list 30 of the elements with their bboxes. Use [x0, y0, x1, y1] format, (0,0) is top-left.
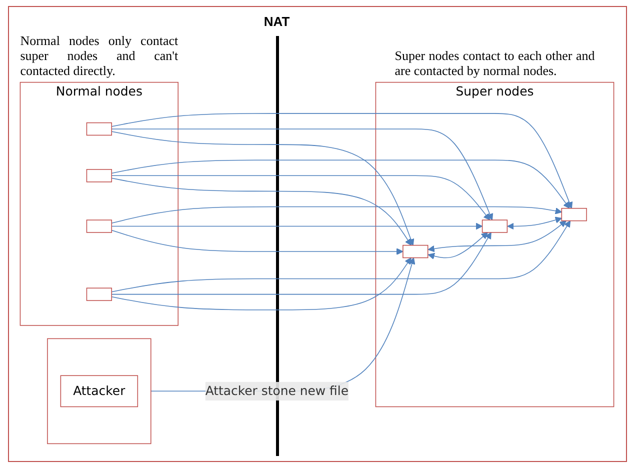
node-box: Attacker: [60, 375, 138, 408]
arrow: [111, 131, 414, 246]
node-box: [482, 220, 508, 233]
arrow: [111, 232, 492, 295]
node-box: [402, 244, 428, 258]
boundary-label: NAT: [264, 14, 290, 29]
cluster: [47, 338, 152, 444]
node-box: [86, 288, 112, 301]
arrow: [111, 222, 483, 230]
arrow: [111, 178, 412, 246]
arrow: [111, 220, 571, 292]
node-box: [86, 122, 112, 136]
arrow: [111, 175, 490, 220]
cluster: Normal nodes: [20, 82, 178, 326]
node-box: [86, 220, 112, 233]
arrow: [111, 128, 494, 220]
arrow: [111, 160, 570, 209]
arrow: [507, 216, 562, 230]
arrow: [111, 257, 412, 310]
node-box: [86, 169, 112, 182]
arrow: [428, 232, 488, 260]
edge-label: Attacker stone new file: [205, 383, 348, 398]
arrow: [428, 220, 566, 252]
arrow: [111, 113, 573, 209]
arrow: [111, 230, 404, 255]
arrow: [111, 206, 562, 224]
note-text: Normal nodes only contact super nodes and can't contacted directly.: [20, 33, 178, 78]
cluster: Super nodes: [375, 82, 614, 408]
note-text: Super nodes contact to each other and are contacted by normal nodes.: [394, 48, 595, 78]
node-box: [561, 208, 587, 222]
